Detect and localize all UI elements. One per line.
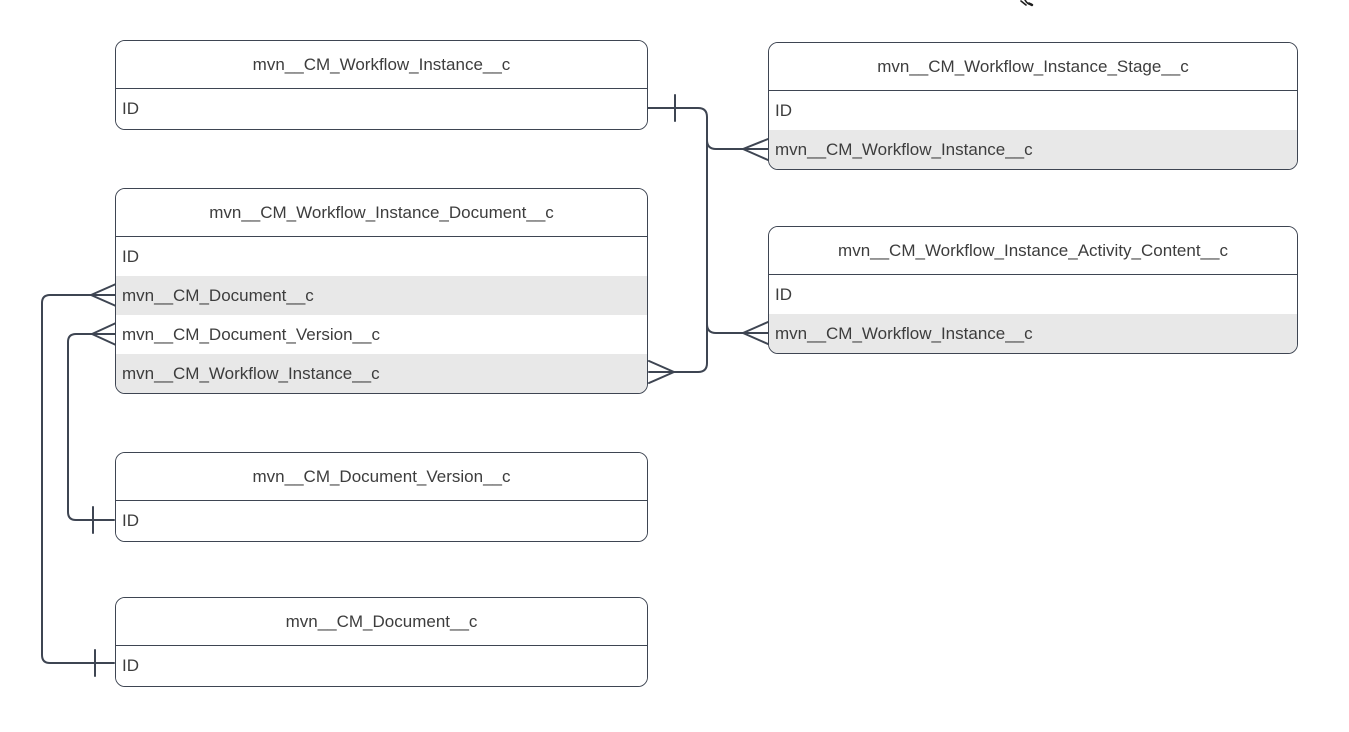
crows-foot-many [742,138,769,161]
entity-title: mvn__CM_Document_Version__c [116,453,647,501]
entity-field-list: ID mvn__CM_Workflow_Instance__c [769,275,1297,353]
entity-field-list: ID mvn__CM_Workflow_Instance__c [769,91,1297,169]
connector-workflow-instance-to-workflow-instance-document[interactable] [647,94,708,384]
field-row-workflow-instance-fk[interactable]: mvn__CM_Workflow_Instance__c [116,354,647,393]
field-row-workflow-instance-fk[interactable]: mvn__CM_Workflow_Instance__c [769,314,1297,353]
entity-title: mvn__CM_Workflow_Instance_Stage__c [769,43,1297,91]
field-row-id[interactable]: ID [116,237,647,276]
entity-document-version[interactable]: mvn__CM_Document_Version__c ID [115,452,648,542]
entity-title: mvn__CM_Document__c [116,598,647,646]
entity-workflow-instance[interactable]: mvn__CM_Workflow_Instance__c ID [115,40,648,130]
stray-pen-mark [1020,0,1034,7]
crows-foot-many [742,321,769,345]
field-row-workflow-instance-fk[interactable]: mvn__CM_Workflow_Instance__c [769,130,1297,169]
field-row-document-fk[interactable]: mvn__CM_Document__c [116,276,647,315]
connector-document-version-to-workflow-instance-document[interactable] [67,322,117,534]
entity-workflow-instance-document[interactable]: mvn__CM_Workflow_Instance_Document__c ID… [115,188,648,394]
entity-field-list: ID mvn__CM_Document__c mvn__CM_Document_… [116,237,647,393]
entity-field-list: ID [116,646,647,686]
field-row-id[interactable]: ID [769,91,1297,130]
field-row-id[interactable]: ID [116,646,647,686]
entity-title: mvn__CM_Workflow_Instance_Document__c [116,189,647,237]
crows-foot-many [90,283,117,307]
entity-workflow-instance-activity-content[interactable]: mvn__CM_Workflow_Instance_Activity_Conte… [768,226,1298,354]
entity-title: mvn__CM_Workflow_Instance__c [116,41,647,89]
entity-workflow-instance-stage[interactable]: mvn__CM_Workflow_Instance_Stage__c ID mv… [768,42,1298,170]
field-row-id[interactable]: ID [116,89,647,129]
connector-workflow-instance-to-stage[interactable] [706,138,769,161]
entity-document[interactable]: mvn__CM_Document__c ID [115,597,648,687]
crows-foot-many [91,322,117,346]
connector-workflow-instance-to-activity-content[interactable] [706,321,769,345]
entity-field-list: ID [116,501,647,541]
field-row-id[interactable]: ID [116,501,647,541]
field-row-document-version-fk[interactable]: mvn__CM_Document_Version__c [116,315,647,354]
field-row-id[interactable]: ID [769,275,1297,314]
entity-field-list: ID [116,89,647,129]
connector-document-to-workflow-instance-document[interactable] [41,283,117,677]
crows-foot-many [648,360,675,384]
entity-title: mvn__CM_Workflow_Instance_Activity_Conte… [769,227,1297,275]
